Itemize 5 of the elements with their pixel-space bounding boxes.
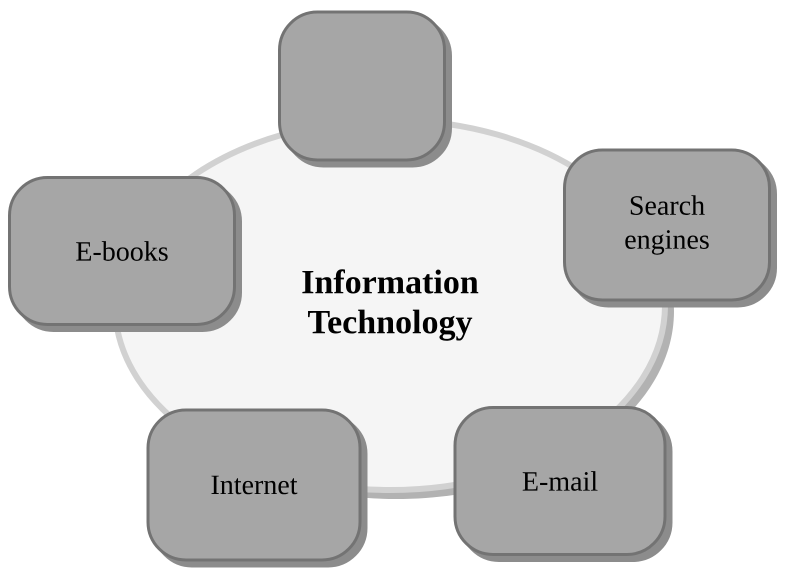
rounded-box: Search engines [563, 148, 777, 308]
rounded-box [278, 10, 452, 168]
rounded-box: E-mail [454, 406, 672, 562]
rounded-box: Internet [146, 408, 368, 568]
rounded-box: E-books [8, 176, 242, 332]
